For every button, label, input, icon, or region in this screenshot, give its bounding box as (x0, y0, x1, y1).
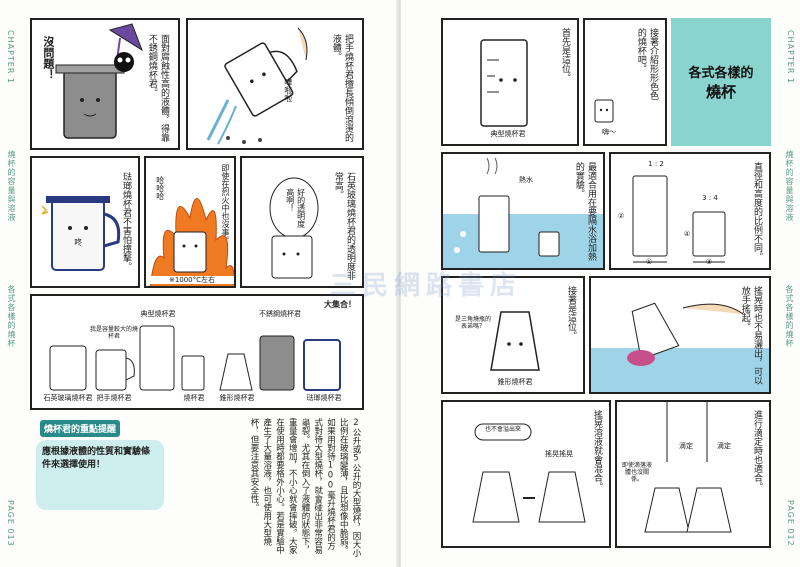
ratio-2: 3 : 4 (702, 194, 718, 202)
titration-label-2: 滴定 (717, 442, 731, 450)
right-panel1-speech: 嗨～ (602, 128, 616, 136)
titration-illustration (644, 402, 732, 533)
panel4-sfx: 哈哈哈 (155, 176, 165, 200)
water-bath-illustration (443, 157, 603, 268)
beaker-group-illustration (49, 325, 341, 391)
right-panel-4: 熱水 最適合用在要隔水浴加熱的實驗。 (441, 152, 605, 270)
right-panel-6: 搖晃時也不易灑出，可以放手搖起。 (589, 276, 771, 394)
left-page: CHAPTER 1 燒杯的容量與溶液 各式各樣的燒杯 PAGE 013 沒問題！… (6, 18, 364, 557)
body-text: 2公升或5公升的大型燒杯，因大小比例在玻璃變薄，且比想像中脆弱。如果用對待100… (249, 418, 361, 557)
right-panel5-speech: 是三角燒瓶的表弟嗎？ (454, 316, 491, 331)
right-panel-2: 首先是這位。 典型燒杯君 (441, 18, 579, 146)
right-panel-8: 即使滴落液體也沒關係。 滴定 滴定 進行滴定時也適合。 (615, 400, 771, 548)
mixing-beaker-illustration (472, 423, 586, 523)
title-line-2: 燒杯 (705, 83, 736, 101)
left-chapter-label: CHAPTER 1 (6, 30, 15, 85)
right-panel4-speech: 熱水 (519, 176, 533, 184)
right-panel3-caption: 直徑和高度的比例不同。 (752, 162, 762, 261)
stainless-beaker-illustration (55, 23, 144, 139)
handle-beaker-illustration (206, 27, 308, 145)
group-beaker-1: 石英玻璃燒杯君 (43, 394, 93, 402)
title-line-1: 各式各樣的 (688, 66, 754, 81)
tip-title: 燒杯君的重點提醒 (40, 420, 121, 437)
left-panel-1: 沒問題！ 面對腐蝕性高的液體，得靠不銹鋼燒杯君。 (30, 18, 180, 150)
group-beaker-5: 錐形燒杯君 (219, 394, 255, 402)
left-panel-5: 好的透明度高啊！ 石英玻璃燒杯君的透明度非常高。 (240, 156, 364, 288)
right-panel6-caption: 搖晃時也不易灑出，可以放手搖起。 (739, 286, 762, 385)
left-panel-6-group: 大集合！ 石英玻璃燒杯君 把手燒杯君 典型燒杯君 燒杯君 錐形燒杯君 不銹鋼燒杯… (30, 294, 364, 410)
panel3-sfx: 咚 (73, 238, 83, 246)
small-beaker-greeting-illustration (594, 99, 614, 123)
panel4-caption: 即使在烈火中也沒事。 (221, 164, 230, 244)
enamel-beaker-illustration (41, 196, 121, 271)
group-speech: 我是容量較大的燒杯君 (89, 326, 138, 341)
left-page-number: PAGE 013 (6, 500, 15, 547)
right-chapter-label: CHAPTER 1 (786, 30, 795, 85)
right-page-number: PAGE 012 (786, 500, 795, 547)
titration-label-1: 滴定 (679, 442, 693, 450)
panel5-caption: 石英玻璃燒杯君的透明度非常高。 (332, 172, 355, 280)
left-panel-3: 咚 琺瑯燒杯君不害怕撞擊。 (30, 156, 140, 288)
right-panel-3: 1 : 2 3 : 4 ② ① ④ ③ 直徑和高度的比例不同。 (609, 152, 771, 270)
mark-1: ① (645, 258, 653, 266)
panel2-caption: 把手燒杯君擅長傾倒滾燙的液體。 (330, 34, 353, 142)
group-beaker-4: 燒杯君 (183, 394, 205, 402)
left-panel-4: 哈哈哈 即使在烈火中也沒事。 ※1000°C左右 (144, 156, 236, 288)
right-panel2-caption: 首先是這位。 (560, 28, 570, 82)
typical-beaker-illustration (480, 39, 528, 127)
left-section-label: 燒杯的容量與溶液 (7, 150, 16, 222)
right-panel4-caption: 最適合用在要隔水浴加熱的實驗。 (573, 162, 596, 261)
right-panel2-label: 典型燒杯君 (490, 130, 526, 138)
right-panel7-sfx: 搖晃搖晃 (545, 450, 573, 458)
quartz-beaker-illustration (269, 177, 319, 279)
panel2-sfx: 嘩啦啦 (283, 78, 293, 102)
panel3-caption: 琺瑯燒杯君不害怕撞擊。 (121, 172, 131, 271)
right-subsection-label: 各式各樣的燒杯 (785, 285, 794, 348)
group-beaker-6: 不銹鋼燒杯君 (259, 310, 301, 318)
ratio-beakers-illustration (632, 175, 726, 263)
ratio-1: 1 : 2 (648, 160, 664, 168)
fire-beaker-illustration (149, 198, 234, 286)
section-title: 各式各樣的 燒杯 (671, 18, 771, 146)
right-panel5-label: 錐形燒杯君 (497, 378, 533, 386)
mark-4: ④ (683, 230, 691, 238)
conical-beaker-illustration (490, 311, 540, 371)
right-panel7-speech: 也不會溢出來 (484, 426, 521, 433)
right-panel5-caption: 接著是這位。 (566, 286, 576, 340)
right-section-label: 燒杯的容量與溶液 (785, 150, 794, 222)
group-beaker-3: 典型燒杯君 (140, 310, 176, 318)
right-panel7-caption: 搖晃溶液就會混合。 (592, 410, 602, 491)
panel4-note: ※1000°C左右 (150, 275, 234, 284)
right-page: CHAPTER 1 燒杯的容量與溶液 各式各樣的燒杯 PAGE 012 各式各樣… (400, 0, 800, 567)
right-panel8-caption: 進行滴定時也適合。 (752, 410, 762, 491)
tip-box: 應根據液體的性質和實驗條件來選擇使用！ (36, 440, 164, 510)
right-panel-1: 接著介紹形形色色的燒杯吧。 嗨～ (583, 18, 667, 146)
mark-2: ② (617, 212, 625, 220)
shaking-beaker-illustration (591, 302, 769, 392)
watermark: 三民網路書店 (330, 271, 523, 301)
right-panel-7: 也不會溢出來 搖晃搖晃 搖晃溶液就會混合。 (441, 400, 611, 548)
group-beaker-2: 把手燒杯君 (96, 394, 132, 402)
right-panel-5: 是三角燒瓶的表弟嗎？ 接著是這位。 錐形燒杯君 (441, 276, 585, 394)
mark-3: ③ (705, 258, 713, 266)
group-label: 大集合！ (324, 300, 356, 309)
tip-body: 應根據液體的性質和實驗條件來選擇使用！ (42, 447, 151, 470)
group-beaker-7: 琺瑯燒杯君 (306, 394, 342, 402)
left-panel-2: 嘩啦啦 把手燒杯君擅長傾倒滾燙的液體。 (186, 18, 364, 150)
panel1-speech: 沒問題！ (41, 36, 55, 80)
panel5-speech: 好的透明度高啊！ (285, 188, 306, 228)
right-panel8-speech: 即使滴落液體也沒關係。 (621, 462, 652, 484)
right-panel1-caption: 接著介紹形形色色的燒杯吧。 (635, 28, 658, 100)
panel1-caption: 面對腐蝕性高的液體，得靠不銹鋼燒杯君。 (146, 34, 169, 142)
left-subsection-label: 各式各樣的燒杯 (7, 285, 16, 348)
